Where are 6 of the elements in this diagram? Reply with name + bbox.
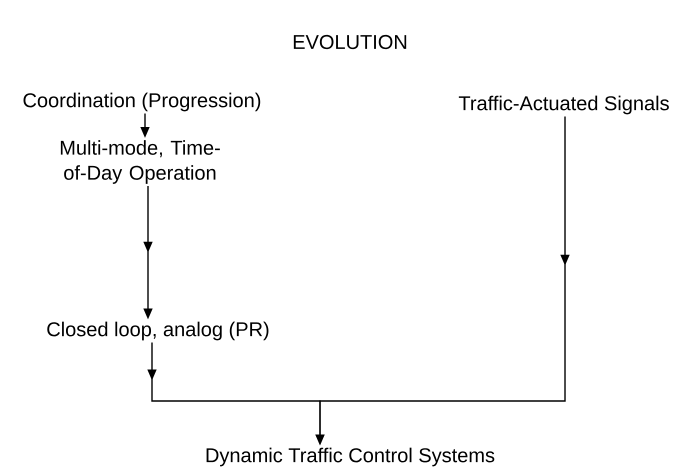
step-text: Multi-mode, Time-of-Day Operation — [60, 140, 220, 184]
step-text: Traffic-Actuated Signals — [458, 96, 669, 114]
step-text: Closed loop, analog (PR) — [47, 322, 268, 340]
step-text: Coordination (Progression) — [24, 92, 260, 112]
step-text: Dynamic Traffic Control Systems — [206, 448, 494, 466]
title: EVOLUTION — [294, 34, 406, 50]
